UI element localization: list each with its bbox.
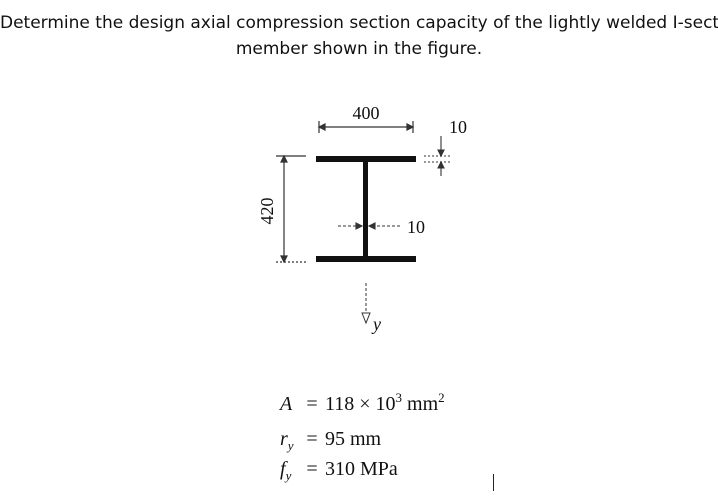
question-text: Determine the design axial compression s… xyxy=(0,10,718,62)
yield-symbol: f xyxy=(280,458,286,480)
area-symbol: A xyxy=(280,393,293,415)
flange-width-label: 400 xyxy=(353,103,380,123)
area-unit-exponent: 2 xyxy=(438,390,445,405)
top-flange xyxy=(316,156,416,162)
web-thickness-dimension xyxy=(338,222,400,230)
question-line-1: Determine the design axial compression s… xyxy=(0,13,718,33)
area-property: A = 118 × 103 mm2 xyxy=(280,390,445,416)
yield-subscript: y xyxy=(285,468,292,483)
radius-property: ry = 95 mm xyxy=(280,428,381,454)
flange-width-dimension xyxy=(317,121,415,133)
depth-label: 420 xyxy=(257,198,277,225)
radius-symbol: r xyxy=(280,428,288,450)
question-line-2: member shown in the figure. xyxy=(235,39,483,59)
y-axis-label: y xyxy=(371,314,381,334)
yield-equals: = xyxy=(306,458,318,480)
text-cursor xyxy=(493,474,494,491)
bottom-flange xyxy=(316,256,416,262)
yield-property: fy = 310 MPa xyxy=(280,458,398,484)
area-exponent: 3 xyxy=(395,390,403,405)
y-axis-arrow xyxy=(361,283,371,325)
area-value: 118 × 10 xyxy=(325,393,396,415)
web-thickness-label: 10 xyxy=(407,217,425,237)
area-equals: = xyxy=(306,393,318,415)
flange-thickness-label: 10 xyxy=(449,117,467,137)
depth-dimension xyxy=(276,154,306,264)
web xyxy=(363,162,368,256)
radius-value: 95 mm xyxy=(325,428,382,450)
i-section-shape xyxy=(316,156,416,262)
radius-subscript: y xyxy=(287,438,294,453)
yield-value: 310 MPa xyxy=(325,458,398,480)
area-unit: mm xyxy=(407,393,439,415)
flange-thickness-dimension xyxy=(424,136,452,176)
radius-equals: = xyxy=(306,428,318,450)
